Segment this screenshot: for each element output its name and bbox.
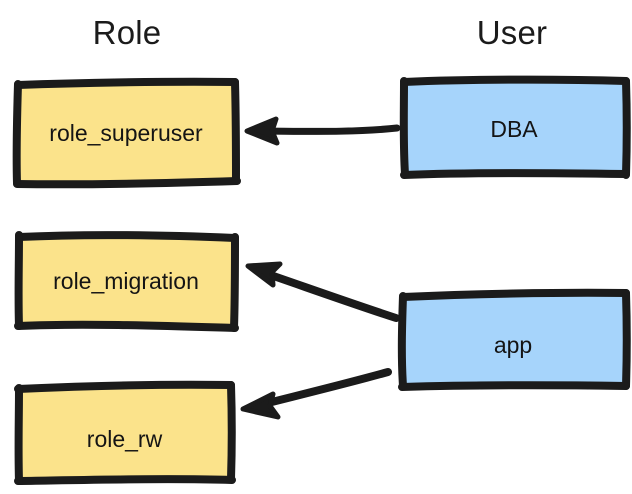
node-user-app[interactable]: app <box>397 288 631 391</box>
edge-app-to-role-rw <box>240 368 392 420</box>
role-superuser-shape <box>12 77 241 189</box>
role-migration-shape <box>14 231 239 332</box>
user-app-shape <box>397 288 631 391</box>
node-user-dba[interactable]: DBA <box>399 75 631 179</box>
role-rw-shape <box>14 380 236 485</box>
edge-app-to-role-migration <box>245 261 400 322</box>
column-heading-role: Role <box>92 14 162 51</box>
edge-dba-to-role-superuser <box>244 116 401 146</box>
user-dba-shape <box>399 75 631 179</box>
node-role-rw[interactable]: role_rw <box>14 380 236 485</box>
column-heading-user: User <box>476 14 548 51</box>
